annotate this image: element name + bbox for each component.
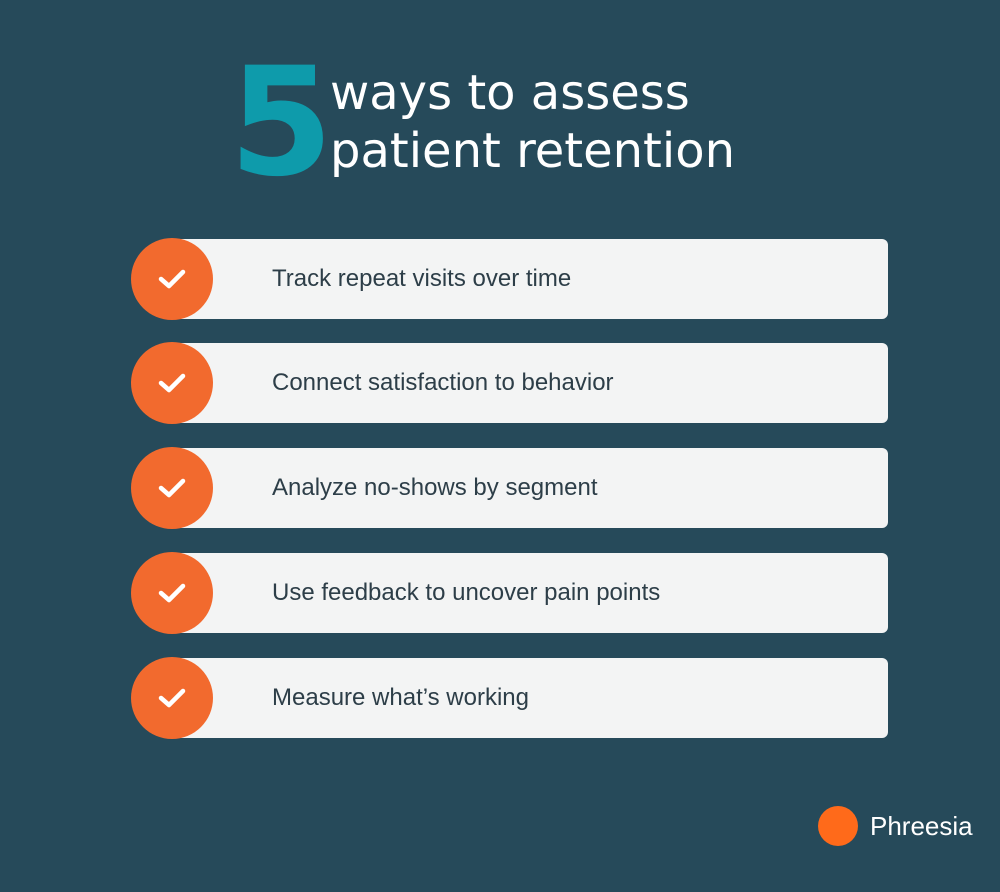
list-item: Analyze no-shows by segment <box>170 448 888 528</box>
list-item: Connect satisfaction to behavior <box>170 343 888 423</box>
checkmark-icon <box>131 447 213 529</box>
list-item: Use feedback to uncover pain points <box>170 553 888 633</box>
list-item-label: Analyze no-shows by segment <box>272 474 598 501</box>
list-item: Track repeat visits over time <box>170 239 888 319</box>
list-item-label: Track repeat visits over time <box>272 265 572 292</box>
list-item-label: Measure what’s working <box>272 684 530 711</box>
list-item-label: Use feedback to uncover pain points <box>272 579 661 606</box>
checkmark-icon <box>131 552 213 634</box>
brand-dot-icon <box>818 806 858 846</box>
heading-title-line-1: ways to assess <box>330 65 690 121</box>
checkmark-icon <box>131 238 213 320</box>
checkmark-icon <box>131 342 213 424</box>
checkmark-icon <box>131 657 213 739</box>
heading-number: 5 <box>229 36 333 210</box>
heading-title: ways to assess patient retention <box>330 64 735 180</box>
list-item-label: Connect satisfaction to behavior <box>272 369 614 396</box>
brand-name: Phreesia <box>870 811 973 841</box>
list-item: Measure what’s working <box>170 658 888 738</box>
heading-title-line-2: patient retention <box>330 123 735 179</box>
heading: 5 ways to assess patient retention <box>0 0 1000 220</box>
